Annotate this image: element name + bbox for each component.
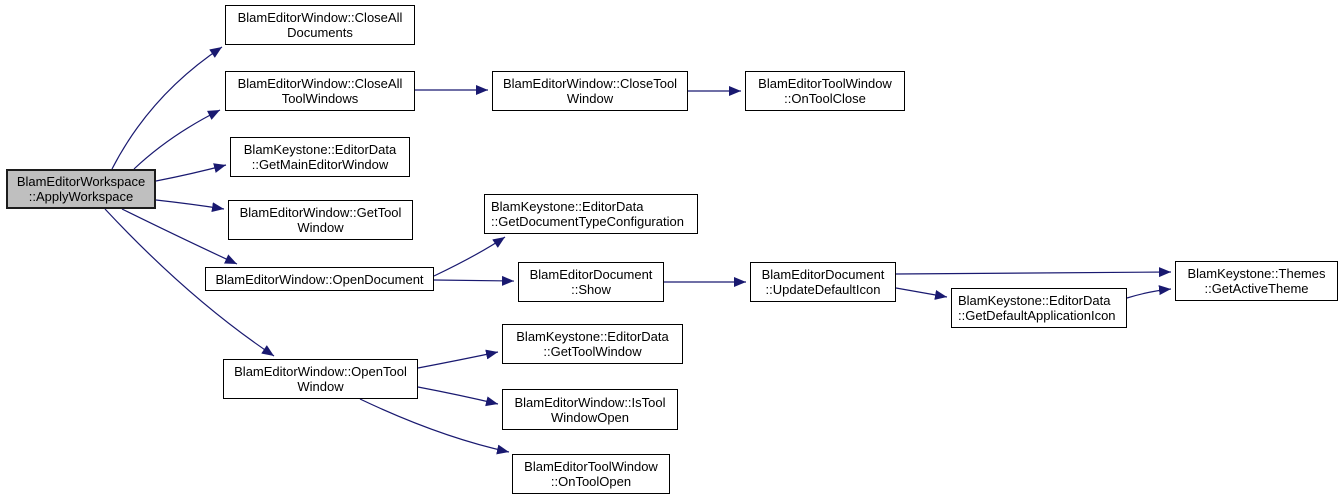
- node-label-line: BlamEditorWindow::OpenDocument: [215, 271, 424, 287]
- node-label-line: BlamEditorWindow::CloseTool: [502, 76, 678, 91]
- node-label-line: ::GetMainEditorWindow: [251, 157, 389, 172]
- edge-apply_workspace-to-open_document: [121, 208, 238, 265]
- node-label-line: BlamKeystone::Themes: [1187, 266, 1326, 281]
- node-label-line: ::OnToolClose: [784, 91, 866, 106]
- node-get_main_editor_window[interactable]: BlamKeystone::EditorData::GetMainEditorW…: [230, 137, 410, 177]
- node-on_tool_close[interactable]: BlamEditorToolWindow::OnToolClose: [745, 71, 905, 111]
- edge-open_tool_window-to-is_tool_window_open: [417, 386, 499, 407]
- node-get_tool_window_keystone[interactable]: BlamKeystone::EditorData::GetToolWindow: [502, 324, 683, 364]
- edge-apply_workspace-to-open_tool_window: [104, 208, 275, 357]
- edge-open_document-to-show: [433, 275, 515, 286]
- node-apply_workspace[interactable]: BlamEditorWorkspace::ApplyWorkspace: [6, 169, 156, 209]
- node-label-line: BlamKeystone::EditorData: [243, 142, 397, 157]
- node-label-line: BlamKeystone::EditorData: [491, 199, 644, 214]
- node-label-line: BlamEditorToolWindow: [524, 459, 658, 474]
- node-label-line: BlamKeystone::EditorData: [958, 293, 1111, 308]
- edge-get_default_application_icon-to-get_active_theme: [1126, 285, 1172, 299]
- node-label-line: BlamEditorWindow::CloseAll: [237, 10, 403, 25]
- node-label-line: BlamEditorWorkspace: [16, 174, 146, 189]
- edge-open_document-to-get_document_type_configuration: [433, 236, 506, 277]
- edge-apply_workspace-to-get_tool_window: [155, 199, 225, 213]
- node-label-line: BlamEditorDocument: [761, 267, 885, 282]
- node-label-line: Window: [297, 379, 344, 394]
- node-label-line: ::UpdateDefaultIcon: [765, 282, 881, 297]
- edge-open_tool_window-to-get_tool_window_keystone: [417, 349, 499, 369]
- node-on_tool_open[interactable]: BlamEditorToolWindow::OnToolOpen: [512, 454, 670, 494]
- edge-open_tool_window-to-on_tool_open: [359, 398, 510, 455]
- node-label-line: Documents: [287, 25, 353, 40]
- node-label-line: ::GetToolWindow: [543, 344, 642, 359]
- node-label-line: ::OnToolOpen: [550, 474, 632, 489]
- node-update_default_icon[interactable]: BlamEditorDocument::UpdateDefaultIcon: [750, 262, 896, 302]
- node-label-line: ::GetDefaultApplicationIcon: [958, 308, 1116, 323]
- node-label-line: WindowOpen: [550, 409, 630, 425]
- node-open_document[interactable]: BlamEditorWindow::OpenDocument: [205, 267, 434, 291]
- edge-apply_workspace-to-close_all_tool_windows: [133, 109, 221, 170]
- node-label-line: BlamEditorWindow::CloseAll: [237, 76, 403, 91]
- node-label-line: ::GetActiveTheme: [1204, 281, 1309, 296]
- edge-update_default_icon-to-get_default_application_icon: [895, 287, 948, 300]
- node-label-line: BlamKeystone::EditorData: [516, 329, 669, 344]
- node-label-line: ::ApplyWorkspace: [28, 189, 134, 204]
- node-label-line: Window: [297, 220, 344, 235]
- node-get_active_theme[interactable]: BlamKeystone::Themes::GetActiveTheme: [1175, 261, 1338, 301]
- node-label-line: BlamEditorWindow::GetTool: [239, 205, 402, 220]
- node-label-line: ::GetDocumentTypeConfiguration: [491, 214, 684, 229]
- node-show[interactable]: BlamEditorDocument::Show: [518, 262, 664, 302]
- edge-apply_workspace-to-close_all_documents: [111, 46, 223, 170]
- node-get_default_application_icon[interactable]: BlamKeystone::EditorData::GetDefaultAppl…: [951, 288, 1127, 328]
- node-label-line: ToolWindows: [281, 91, 359, 106]
- node-get_document_type_configuration[interactable]: BlamKeystone::EditorData::GetDocumentTyp…: [484, 194, 698, 234]
- node-label-line: ::Show: [571, 282, 611, 297]
- node-label-line: BlamEditorDocument: [529, 267, 653, 282]
- node-label-line: BlamEditorWindow::IsTool: [514, 394, 666, 410]
- node-label-line: BlamEditorWindow::OpenTool: [234, 364, 407, 379]
- edge-update_default_icon-to-get_active_theme: [895, 267, 1172, 278]
- edge-apply_workspace-to-get_main_editor_window: [155, 163, 227, 182]
- node-label-line: Window: [566, 91, 614, 106]
- node-label-line: BlamEditorToolWindow: [758, 76, 892, 91]
